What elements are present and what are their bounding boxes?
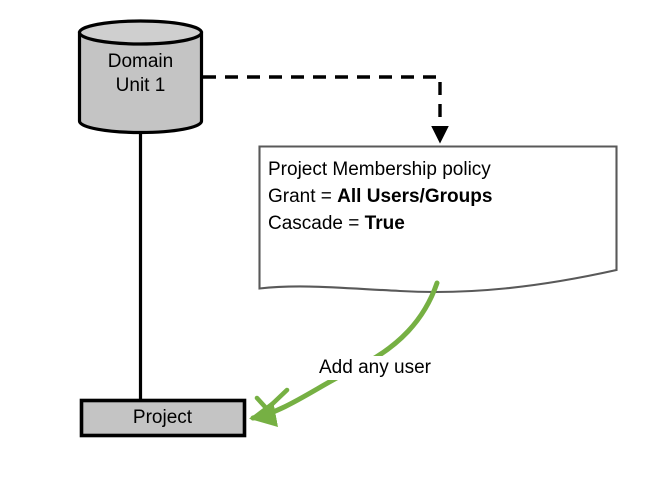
edge-domain-unit-to-policy [203, 75, 449, 144]
policy-line-grant-prefix: Grant = [268, 186, 338, 207]
policy-line-title-prefix: Project Membership policy [268, 159, 491, 180]
policy-document-text: Project Membership policy Grant = All Us… [268, 156, 613, 237]
edge-label-add-any-user: Add any user [314, 356, 436, 380]
domain-unit-label-line2: Unit 1 [115, 74, 166, 96]
project-box-shape [79, 398, 247, 438]
domain-unit-cylinder [77, 19, 204, 135]
policy-line-cascade-value: True [364, 213, 405, 234]
policy-line-grant: Grant = All Users/Groups [268, 183, 613, 210]
policy-line-grant-value: All Users/Groups [337, 186, 493, 207]
domain-unit-label-line1: Domain [107, 51, 174, 72]
policy-document-shape [258, 145, 618, 294]
policy-line-title: Project Membership policy [268, 156, 613, 183]
policy-line-cascade: Cascade = True [268, 210, 613, 237]
policy-line-cascade-prefix: Cascade = [268, 213, 365, 234]
project-box-label: Project [132, 407, 193, 428]
check-icon [254, 387, 290, 412]
